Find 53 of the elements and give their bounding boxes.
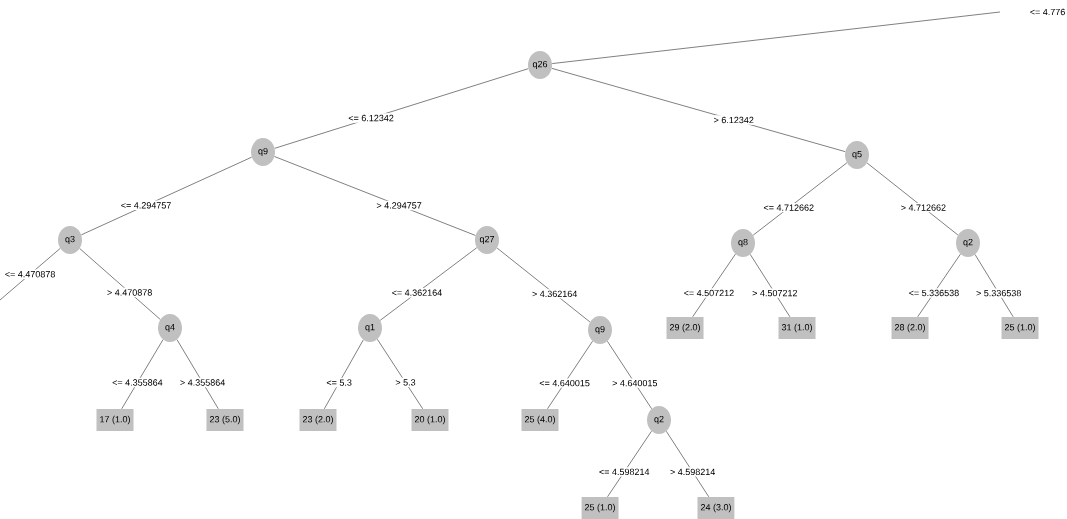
edge-label: > 6.12342	[712, 115, 756, 125]
edge-label: > 4.470878	[105, 287, 154, 298]
branch-line	[607, 341, 652, 409]
branch-line	[274, 68, 529, 149]
edge-label: > 5.336538	[974, 288, 1023, 298]
leaf-box: 29 (2.0)	[666, 317, 704, 339]
edge-label: <= 4.598214	[597, 467, 651, 477]
branch-line	[551, 68, 846, 152]
branch-line	[551, 11, 1001, 64]
branch-line	[324, 339, 364, 410]
edge-label: > 4.362164	[530, 289, 579, 299]
branch-line	[750, 254, 791, 318]
edge-label: > 4.355864	[178, 377, 227, 388]
edge-label: > 4.712662	[899, 202, 948, 213]
edge-label: <= 4.776	[1028, 7, 1067, 17]
edge-label: > 4.640015	[610, 378, 659, 388]
branch-line	[121, 339, 164, 410]
edge-label: <= 5.3	[324, 377, 354, 388]
branch-line	[0, 248, 61, 301]
branch-line	[974, 254, 1014, 318]
leaf-box: 24 (3.0)	[697, 497, 735, 519]
branch-line	[866, 162, 959, 236]
edge-label: > 4.598214	[668, 467, 717, 477]
edge-label: <= 4.640015	[537, 378, 592, 388]
leaf-box: 17 (1.0)	[96, 409, 134, 431]
leaf-box: 23 (2.0)	[299, 409, 337, 431]
edge-label: > 4.507212	[750, 288, 799, 298]
edge-label: <= 6.12342	[346, 113, 396, 123]
branch-line	[176, 339, 219, 410]
leaf-box: 28 (2.0)	[891, 317, 929, 339]
leaf-box: 23 (5.0)	[206, 409, 244, 431]
branch-line	[81, 156, 252, 236]
branch-line	[79, 248, 161, 320]
leaf-box: 25 (1.0)	[1001, 317, 1039, 339]
branch-line	[547, 340, 593, 410]
branch-line	[274, 156, 476, 236]
edge-label: <= 4.355864	[110, 377, 165, 388]
edge-label: <= 4.507212	[682, 288, 736, 298]
branch-line	[380, 247, 477, 321]
edge-label: <= 5.336538	[907, 288, 961, 298]
branch-line	[377, 339, 423, 410]
leaf-box: 20 (1.0)	[411, 409, 449, 431]
edge-label: <= 4.294757	[119, 200, 173, 210]
edge-label: > 5.3	[393, 377, 418, 388]
leaf-box: 25 (4.0)	[521, 409, 559, 431]
leaf-box: 31 (1.0)	[778, 317, 816, 339]
edge-label: <= 4.470878	[3, 269, 57, 279]
branch-line	[496, 247, 591, 323]
leaf-box: 25 (1.0)	[581, 497, 619, 519]
edge-label: <= 4.712662	[762, 203, 816, 213]
edge-label: > 4.294757	[374, 200, 424, 211]
edge-label: <= 4.362164	[390, 288, 444, 298]
branch-line	[752, 162, 848, 236]
